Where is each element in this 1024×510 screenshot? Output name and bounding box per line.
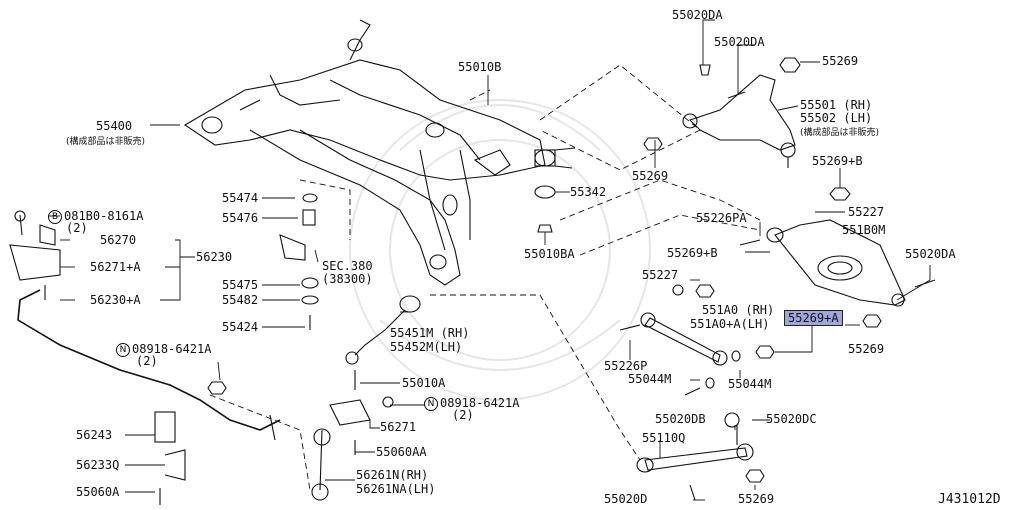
label-55227-mid[interactable]: 55227 (642, 268, 679, 282)
label-55020DB[interactable]: 55020DB (655, 412, 706, 426)
mount-hardware (279, 193, 319, 330)
label-55269B-mid[interactable]: 55269+B (667, 246, 718, 260)
label-55010B[interactable]: 55010B (458, 60, 502, 74)
bolt-mark-icon: B (48, 210, 62, 224)
label-55226P[interactable]: 55226P (604, 359, 648, 373)
label-56230A[interactable]: 56230+A (90, 293, 141, 307)
label-55475[interactable]: 55475 (222, 278, 259, 292)
label-55020DA-top[interactable]: 55020DA (672, 8, 723, 22)
label-55476[interactable]: 55476 (222, 211, 259, 225)
label-55010BA[interactable]: 55010BA (524, 247, 575, 261)
link-551A0 (619, 284, 775, 396)
label-55269A-highlighted[interactable]: 55269+A (784, 310, 843, 326)
label-55474[interactable]: 55474 (222, 191, 259, 205)
label-55269-bot[interactable]: 55269 (738, 492, 775, 506)
lower-link-551B0M (739, 187, 936, 328)
label-55482[interactable]: 55482 (222, 293, 259, 307)
label-55269-top[interactable]: 55269 (822, 54, 859, 68)
bracket-56270 (9, 210, 61, 281)
label-55502[interactable]: 55502 (LH) (800, 111, 873, 125)
rear-subframe (183, 19, 546, 286)
label-55020DA-2[interactable]: 55020DA (714, 35, 765, 49)
label-551B0M[interactable]: 551B0M (842, 223, 886, 237)
label-55020D[interactable]: 55020D (604, 492, 648, 506)
label-081B0-qty: (2) (66, 221, 88, 235)
label-55010A[interactable]: 55010A (402, 376, 446, 390)
label-551A0A[interactable]: 551A0+A(LH) (690, 317, 770, 331)
stabilizer-bar (17, 285, 281, 505)
label-55226PA[interactable]: 55226PA (696, 211, 747, 225)
link-55451M (345, 295, 421, 390)
label-55452M[interactable]: 55452M(LH) (390, 340, 463, 354)
nut-mark-icon: N (424, 397, 438, 411)
note-not-sold-55400: (構成部品は非販売) (66, 137, 146, 147)
label-56271[interactable]: 56271 (380, 420, 417, 434)
label-55020DC[interactable]: 55020DC (766, 412, 817, 426)
label-56261NA[interactable]: 56261NA(LH) (356, 482, 436, 496)
label-08918-a-qty: (2) (136, 354, 158, 368)
label-55269-r2[interactable]: 55269 (848, 342, 885, 356)
label-55060A[interactable]: 55060A (76, 485, 120, 499)
nut-mark-icon: N (116, 343, 130, 357)
guide-lines (209, 64, 761, 491)
watermark (349, 99, 651, 401)
label-55227-top[interactable]: 55227 (848, 205, 885, 219)
label-56230[interactable]: 56230 (196, 250, 233, 264)
label-55501[interactable]: 55501 (RH) (800, 98, 873, 112)
label-56271A[interactable]: 56271+A (90, 260, 141, 274)
leader-lines (48, 19, 931, 501)
label-55400[interactable]: 55400 (96, 119, 133, 133)
note-not-sold-55501: (構成部品は非販売) (800, 128, 880, 138)
label-55044M-2[interactable]: 55044M (728, 377, 772, 391)
label-08918-b-qty: (2) (452, 408, 474, 422)
diagram-id: J431012D (938, 492, 1001, 507)
link-55110Q (636, 412, 765, 501)
label-55269-left[interactable]: 55269 (632, 169, 669, 183)
label-56261N[interactable]: 56261N(RH) (356, 468, 429, 482)
label-55060AA[interactable]: 55060AA (376, 445, 427, 459)
label-55020DA-right[interactable]: 55020DA (905, 247, 956, 261)
label-55451M[interactable]: 55451M (RH) (390, 326, 470, 340)
label-55342[interactable]: 55342 (570, 185, 607, 199)
label-08918-a[interactable]: 08918-6421A (132, 342, 212, 356)
label-56233Q[interactable]: 56233Q (76, 458, 120, 472)
label-55110Q[interactable]: 55110Q (642, 431, 686, 445)
label-56270[interactable]: 56270 (100, 233, 137, 247)
label-sec38300: (38300) (322, 272, 373, 286)
label-55044M-1[interactable]: 55044M (628, 372, 672, 386)
label-551A0[interactable]: 551A0 (RH) (702, 303, 775, 317)
label-081B0[interactable]: 081B0-8161A (64, 209, 144, 223)
label-sec380[interactable]: SEC.380 (322, 259, 373, 273)
label-08918-b[interactable]: 08918-6421A (440, 396, 520, 410)
upper-arm (643, 57, 801, 168)
bushing-55342 (534, 147, 576, 233)
label-55269B-top[interactable]: 55269+B (812, 154, 863, 168)
label-55424[interactable]: 55424 (222, 320, 259, 334)
label-56243[interactable]: 56243 (76, 428, 113, 442)
